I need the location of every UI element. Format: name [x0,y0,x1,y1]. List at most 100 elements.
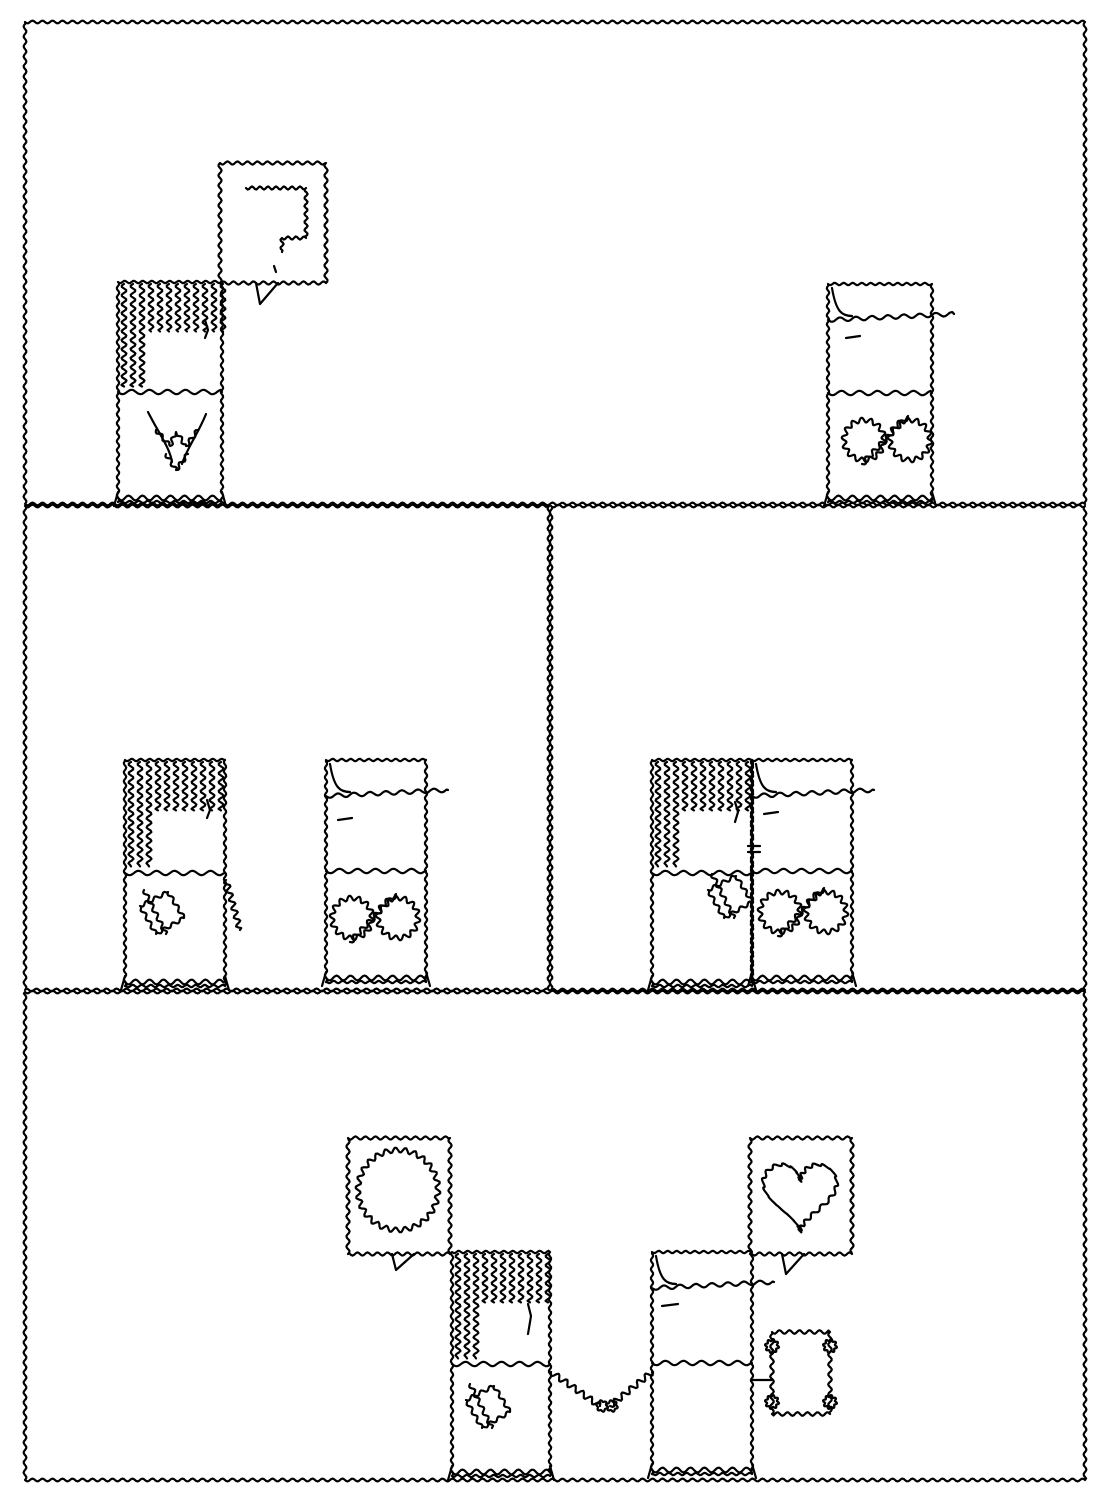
hair-strand [120,282,128,388]
hair-strand [163,760,171,812]
hair-strand [165,282,173,333]
hair-strand [217,760,225,812]
robot-body [749,757,855,985]
right-foot [930,490,938,508]
right-foot [223,974,231,992]
hem-line [116,494,224,502]
hair-strand [490,1252,498,1304]
question-mark-dot [272,264,278,274]
bubble-circle [354,1146,442,1234]
tummy-oval-right [374,894,422,942]
hair-line [324,787,450,799]
p4-holding-hands [549,1370,654,1413]
hair-strand [663,760,671,868]
p4-left-robot [446,1249,556,1482]
tummy-heart-bottom [164,452,190,472]
panel-borders [22,19,1088,1483]
hair-strand [147,282,155,333]
hair-strand [517,1252,525,1304]
panel-3-border [548,503,1088,993]
hair-strand [190,760,198,812]
p1-question-bubble [217,160,329,306]
hair-strand [526,1252,534,1304]
tummy-swirl-left [146,410,174,464]
robot-mouth [733,800,740,824]
robot-body [122,757,228,989]
hand-knot [605,1399,619,1413]
hair-strand [708,760,716,812]
hair-line [750,787,876,799]
waist-line [116,388,224,396]
hair-curl [654,1254,678,1286]
hand-knot [595,1399,609,1413]
hair-strand [726,760,734,812]
tummy-coil-diagonal [776,886,826,938]
hair-line [826,311,956,323]
held-square [464,1384,512,1430]
hair-strand [210,282,218,333]
bubble-outline [345,1135,453,1257]
right-foot [850,970,858,988]
tummy-oval-left [328,894,376,942]
hair-strand [681,760,689,812]
hair-strand [544,1252,552,1304]
robot-eye [844,334,862,340]
hair-strand [145,760,153,868]
hair-strand [172,760,180,812]
panel-2-border [22,503,552,993]
held-square-arm [142,888,169,936]
left-foot [646,974,654,992]
right-foot [750,1462,758,1480]
waist-line [450,1360,552,1368]
hem-line [123,978,227,986]
hair-strand [744,760,752,812]
robot-mouth [205,798,212,820]
hair-strand [472,1252,480,1360]
right-foot [548,1464,556,1482]
hair-strand [508,1252,516,1304]
bubble-tail [390,1252,416,1272]
bubble-tail [254,281,280,306]
waist-line [650,869,754,877]
reaching-arm [223,878,243,932]
hem-line [826,494,934,502]
left-foot [119,974,127,992]
hair-strand [463,1252,471,1360]
hair-strand [129,282,137,388]
hair-strand [199,760,207,812]
waist-line [650,1359,754,1367]
hair-strand [183,282,191,333]
right-foot [424,970,432,988]
left-arm-chain [549,1370,602,1408]
waist-line [123,869,227,877]
hair-strand [127,760,135,868]
left-foot [320,970,328,988]
hair-strand [192,282,200,333]
left-foot [746,970,754,988]
bubble-outline [217,160,329,286]
tummy-oval-right [886,416,934,464]
hair-strand [481,1252,489,1304]
hair-strand [672,760,680,868]
hair-strand [219,282,227,333]
question-mark-hook [244,185,309,254]
held-heart-square [769,1329,833,1417]
left-foot [446,1464,454,1482]
hair-strand [174,282,182,333]
waist-line [826,389,934,397]
hair-strand [454,1252,462,1360]
robot-body [115,279,225,505]
bubble-outline [747,1135,855,1257]
tummy-heart-top [154,428,200,448]
hair-curl [328,762,352,794]
left-foot [112,490,120,508]
hair-strand [699,760,707,812]
hem-line [450,1468,552,1476]
robot-mouth [526,1302,533,1336]
tummy-swirl-right [180,412,208,466]
bubble-heart [760,1162,840,1234]
hair-curl [754,762,778,794]
right-foot [220,490,228,508]
held-square-arm [710,872,737,920]
